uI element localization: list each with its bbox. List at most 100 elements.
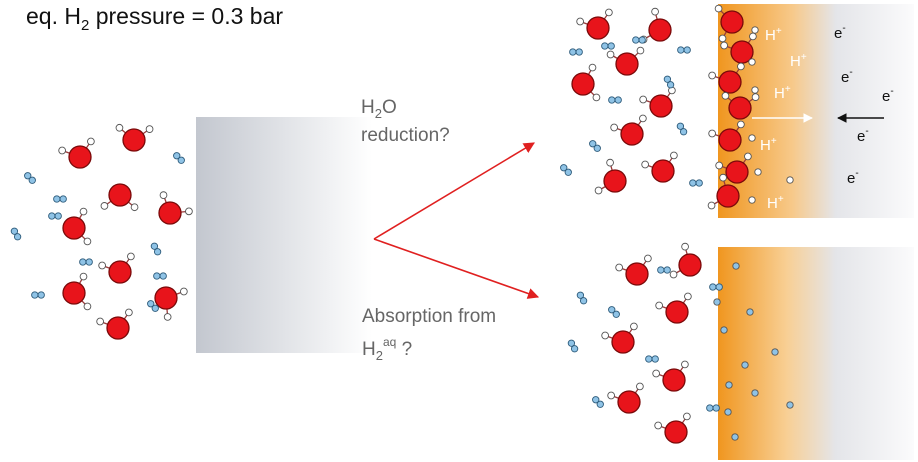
hydrogen-molecule [709, 283, 723, 291]
water-molecule [669, 242, 702, 279]
water-molecule [652, 360, 689, 392]
upper-path-label-line2: reduction? [361, 125, 450, 146]
hydrogen-atom [607, 391, 615, 400]
hydrogen-molecule [569, 48, 583, 56]
hydrogen-atom [153, 248, 162, 256]
hydrogen-atom [98, 261, 106, 270]
oxygen-atom [664, 420, 688, 444]
oxygen-atom [603, 169, 627, 193]
hydrogen-atom [163, 313, 172, 321]
metal-slab [196, 117, 372, 353]
absorbed-hydrogen-atom [771, 348, 779, 356]
water-molecule [58, 137, 95, 169]
hydrogen-atom [100, 202, 109, 210]
hydrogen-atom [601, 42, 609, 50]
hydrogen-atom [651, 355, 659, 363]
hydrogen-molecule [173, 152, 185, 164]
hydrogen-atom [666, 81, 675, 89]
absorbed-hydrogen-atom [746, 308, 754, 316]
hydrogen-atom [53, 195, 61, 203]
hydrogen-atom [707, 201, 716, 210]
hydrogen-atom [749, 32, 757, 41]
hydrogen-atom [37, 291, 45, 299]
arrow-upper-path [373, 142, 535, 240]
oxygen-atom [678, 253, 702, 277]
hydrogen-atom [663, 75, 672, 83]
oxygen-atom [625, 262, 649, 286]
hydrogen-molecule [24, 172, 36, 184]
hydrogen-atom [588, 63, 597, 72]
hydrogen-atom [636, 46, 645, 55]
oxygen-atom [649, 94, 673, 118]
oxygen-atom [68, 145, 92, 169]
hydrogen-atom [606, 50, 615, 59]
hydrogen-atom [612, 310, 620, 318]
hydrogen-atom [24, 172, 32, 180]
hydrogen-atom [58, 146, 66, 155]
absorbed-hydrogen-atom [731, 433, 739, 441]
hydrogen-molecule [79, 258, 93, 266]
hydrogen-atom [709, 283, 717, 291]
hydrogen-atom [589, 140, 597, 148]
hydrogen-atom [564, 168, 572, 176]
hydrogen-atom [115, 123, 124, 132]
hydrogen-atom [639, 114, 647, 123]
water-molecule [576, 8, 613, 40]
oxygen-atom [728, 96, 752, 120]
hydrogen-molecule [592, 396, 604, 408]
oxygen-atom [648, 18, 672, 42]
water-molecule [721, 91, 760, 120]
absorbed-hydrogen-atom [786, 401, 794, 409]
hydrogen-atom [48, 212, 56, 220]
hydrogen-atom [54, 212, 62, 220]
hydrogen-atom [601, 331, 609, 340]
oxygen-atom [154, 286, 178, 310]
water-molecule [610, 114, 647, 146]
hydrogen-atom [151, 304, 159, 312]
hydrogen-atom [576, 17, 584, 26]
water-molecule [708, 120, 745, 152]
oxygen-atom [571, 72, 595, 96]
hydrogen-atom [645, 355, 653, 363]
hydrogen-atom [679, 128, 688, 136]
hydrogen-molecule [150, 242, 162, 256]
hydrogen-atom [59, 195, 67, 203]
hydrogen-atom [663, 266, 671, 274]
hydrogen-molecule [608, 306, 620, 318]
hydrogen-atom [608, 306, 616, 314]
hydrogen-atom [683, 412, 691, 421]
hydrogen-molecule [706, 404, 720, 412]
hydrogen-atom [718, 34, 727, 43]
hydrogen-molecule [601, 42, 615, 50]
water-molecule [115, 123, 154, 152]
hydrogen-molecule [31, 291, 45, 299]
oxygen-atom [665, 300, 689, 324]
hydrogen-atom [83, 237, 92, 246]
hydrogen-atom [159, 191, 168, 199]
water-molecule [154, 286, 188, 321]
hydrogen-atom [708, 71, 716, 80]
hydrogen-atom [147, 300, 155, 308]
water-molecule [654, 412, 691, 444]
hydrogen-atom [130, 203, 139, 212]
absorbed-hydrogen-atom [748, 196, 756, 204]
water-molecule [100, 183, 139, 212]
hydrogen-molecule [147, 300, 159, 312]
hydrogen-atom [654, 421, 662, 430]
hydrogen-atom [655, 301, 663, 310]
hydrogen-atom [576, 291, 585, 299]
water-molecule [601, 322, 638, 354]
oxygen-atom [620, 122, 644, 146]
oxygen-atom [108, 183, 132, 207]
hydrogen-molecule [589, 140, 601, 152]
proton-label: H+ [760, 136, 777, 154]
absorbed-hydrogen-atom [748, 58, 756, 66]
hydrogen-atom [610, 123, 618, 132]
hydrogen-atom [644, 254, 652, 263]
absorbed-hydrogen-atom [741, 361, 749, 369]
hydrogen-atom [608, 96, 616, 104]
proton-label: H+ [767, 194, 784, 212]
absorbed-hydrogen-atom [748, 134, 756, 142]
molecules-layer [10, 4, 794, 444]
hydrogen-atom [87, 137, 95, 146]
